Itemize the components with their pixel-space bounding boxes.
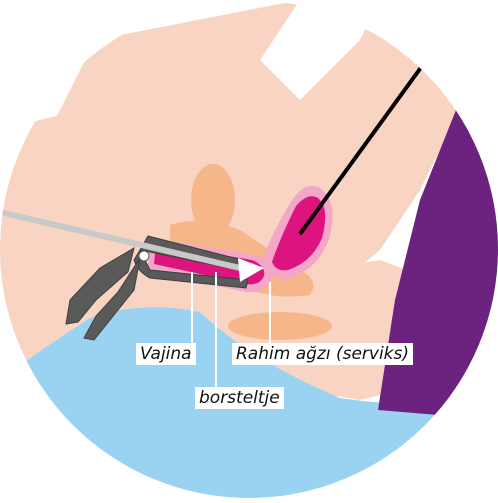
brush-label: borsteltje <box>195 387 284 409</box>
organ-rectum <box>228 312 332 340</box>
cervix-label: Rahim ağzı (serviks) <box>232 343 413 365</box>
vagina-label: Vajina <box>136 343 196 365</box>
